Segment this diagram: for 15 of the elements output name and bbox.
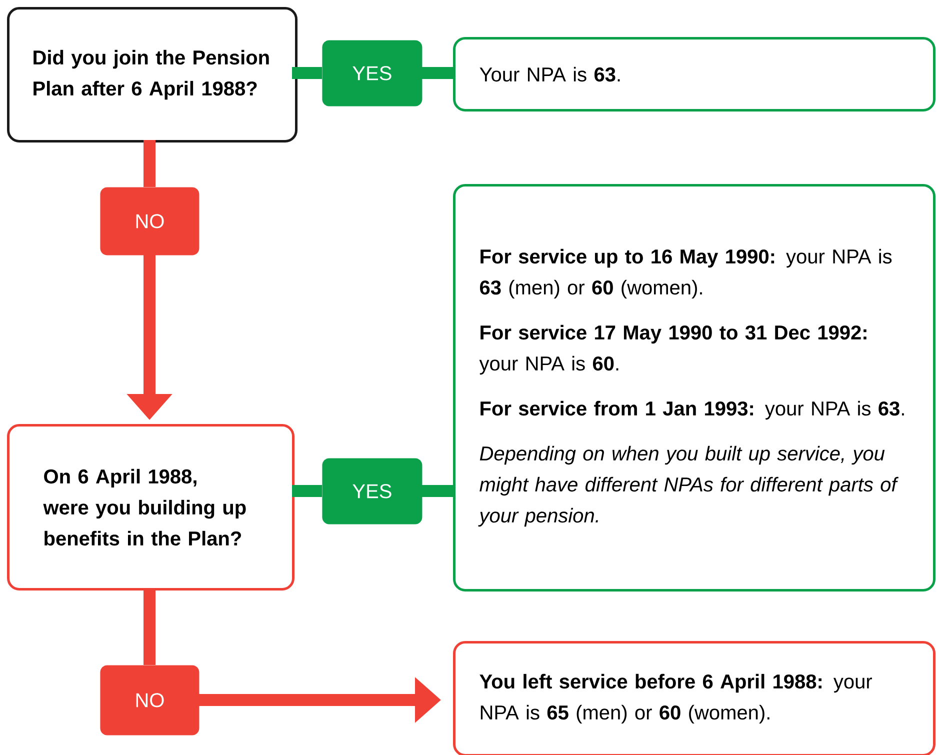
connector xyxy=(144,140,156,187)
connector xyxy=(292,67,322,79)
connector xyxy=(422,67,453,79)
answer-box: You left service before 6 April 1988: your NPA is 65 (men) or 60 (women). xyxy=(453,641,936,755)
connector xyxy=(292,485,322,497)
no-label: NO xyxy=(100,187,200,256)
yes-label: YES xyxy=(322,40,422,106)
question-box: Did you join the Pension Plan after 6 April 1988? xyxy=(7,7,298,142)
yes-label: YES xyxy=(322,458,422,524)
answer-box: For service up to 16 May 1990: your NPA is 63 (men) or 60 (women). For service 17 May 1990 to 31 Dec 1992: your NPA is 60. For service from 1 Jan 1993: your NPA is 63. Depending on when you built up service, you might have different NPAs for different parts of your pension. xyxy=(453,184,936,592)
connector xyxy=(422,485,453,497)
connector xyxy=(144,588,156,665)
answer-box: Your NPA is 63. xyxy=(453,37,936,112)
question-box: On 6 April 1988, were you building up benefits in the Plan? xyxy=(7,424,294,590)
no-label: NO xyxy=(100,665,200,736)
